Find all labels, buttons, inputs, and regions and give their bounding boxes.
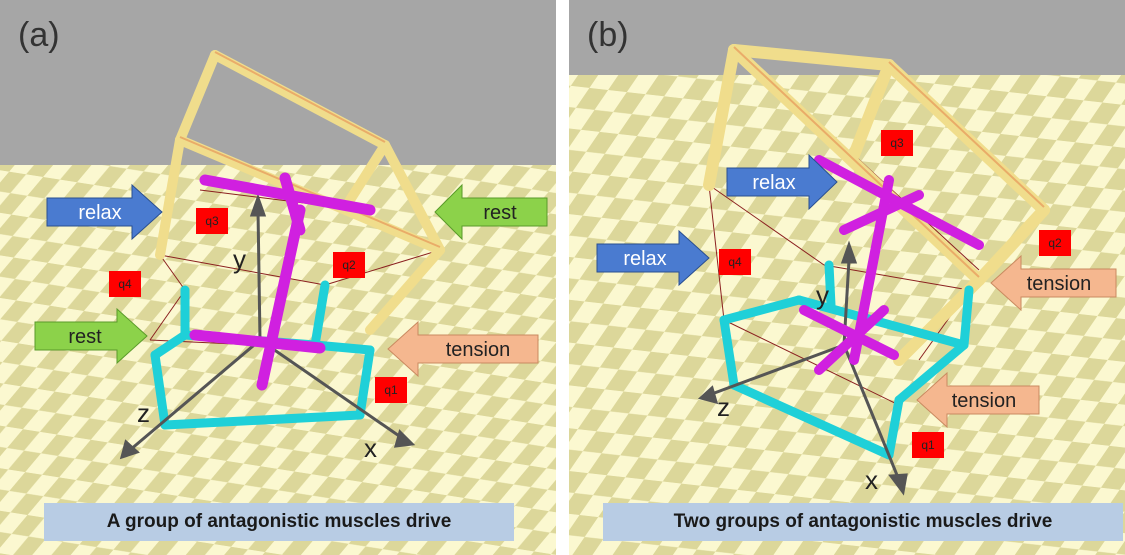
arrow-relax-top-label: relax (752, 172, 795, 194)
arrow-tension-top: tension (990, 254, 1117, 312)
magenta-joints (189, 172, 376, 391)
axis-label-z: z (717, 392, 730, 422)
joint-label-q3: q3 (881, 130, 913, 156)
arrow-tension-label: tension (446, 339, 511, 361)
joint-label-q4: q4 (109, 271, 141, 297)
axis-label-y: y (816, 280, 829, 310)
joint-label-q1: q1 (375, 377, 407, 403)
magenta-joints (799, 155, 984, 375)
yellow-frame (703, 44, 1050, 366)
joint-label-q2: q2 (1039, 230, 1071, 256)
sky (0, 0, 556, 165)
joint-label-q2: q2 (333, 252, 365, 278)
axis-label-x: x (865, 465, 878, 495)
panel-a-caption: A group of antagonistic muscles drive (44, 503, 514, 541)
cyan-base (719, 260, 974, 460)
arrow-rest-right: rest (434, 183, 548, 241)
arrow-rest-right-label: rest (483, 202, 517, 224)
panel-b-letter: (b) (587, 16, 629, 54)
arrow-relax-label: relax (78, 202, 121, 224)
arrow-tension-bottom-label: tension (952, 390, 1017, 412)
arrow-rest-left-label: rest (68, 326, 102, 348)
panel-a-scene: relax rest rest tension (0, 0, 556, 555)
arrow-relax-left-label: relax (623, 248, 666, 270)
panel-a-letter: (a) (18, 16, 60, 54)
joint-label-q1: q1 (912, 432, 944, 458)
arrow-tension: tension (387, 320, 539, 378)
arrow-tension-bottom: tension (916, 371, 1040, 429)
panel-b-caption: Two groups of antagonistic muscles drive (603, 503, 1123, 541)
panel-b-scene: relax relax tension tension (569, 0, 1125, 555)
panel-a: relax rest rest tension (a) q3 q2 q4 q1 … (0, 0, 556, 555)
axis-label-y: y (233, 244, 246, 274)
joint-label-q4: q4 (719, 249, 751, 275)
arrow-relax-left: relax (596, 229, 710, 287)
coordinate-axes (119, 193, 416, 460)
arrow-rest-left: rest (34, 307, 148, 365)
joint-label-q3: q3 (196, 208, 228, 234)
axis-label-x: x (364, 433, 377, 463)
axis-label-z: z (137, 398, 150, 428)
arrow-relax-top: relax (726, 153, 838, 211)
arrow-tension-top-label: tension (1027, 273, 1092, 295)
arrow-relax: relax (46, 183, 163, 241)
panel-b: relax relax tension tension (b) q3 q2 q4… (569, 0, 1125, 555)
